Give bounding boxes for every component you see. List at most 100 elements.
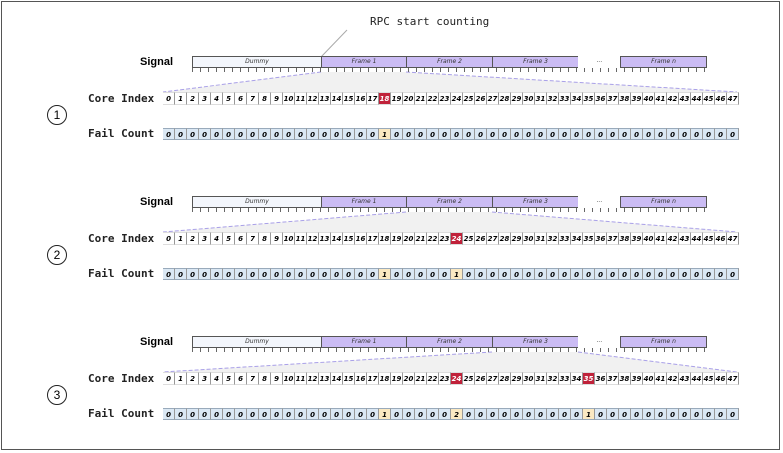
fail-cell: 0 (511, 128, 523, 140)
zoom-fan (162, 211, 738, 233)
core-cell: 44 (691, 372, 703, 385)
fail-cell: 0 (307, 408, 319, 420)
core-cell: 41 (655, 232, 667, 245)
core-cell: 35 (583, 372, 595, 385)
fail-cell: 0 (667, 408, 679, 420)
core-cell: 6 (235, 232, 247, 245)
fail-cell: 0 (715, 128, 727, 140)
fail-cell: 1 (379, 408, 391, 420)
fail-cell: 0 (175, 408, 187, 420)
fail-cell: 0 (259, 268, 271, 280)
core-cell: 8 (259, 372, 271, 385)
signal-label: Signal (140, 336, 174, 348)
core-index-label: Core Index (88, 232, 155, 245)
core-cell: 15 (343, 232, 355, 245)
core-cell: 34 (571, 372, 583, 385)
fail-cell: 0 (547, 268, 559, 280)
core-cell: 47 (727, 92, 739, 105)
signal-segment: Frame n (620, 196, 707, 208)
fail-cell: 0 (487, 268, 499, 280)
core-cell: 16 (355, 92, 367, 105)
fail-cell: 0 (163, 268, 175, 280)
fail-cell: 0 (271, 408, 283, 420)
fail-cell: 0 (247, 128, 259, 140)
core-cell: 39 (631, 372, 643, 385)
fail-cell: 0 (487, 128, 499, 140)
core-cell: 41 (655, 372, 667, 385)
core-cell: 33 (559, 372, 571, 385)
fail-cell: 0 (187, 268, 199, 280)
core-cell: 11 (295, 232, 307, 245)
core-cell: 27 (487, 232, 499, 245)
fail-cell: 0 (499, 408, 511, 420)
core-cell: 9 (271, 232, 283, 245)
signal-segment: Frame n (620, 56, 707, 68)
fail-cell: 2 (451, 408, 463, 420)
core-cell: 6 (235, 92, 247, 105)
core-cell: 20 (403, 372, 415, 385)
fail-cell: 0 (511, 408, 523, 420)
fail-cell: 0 (331, 128, 343, 140)
fail-cell: 0 (367, 268, 379, 280)
core-cell: 47 (727, 232, 739, 245)
core-cell: 36 (595, 372, 607, 385)
signal-segment: Frame n (620, 336, 707, 348)
fail-cell: 0 (715, 268, 727, 280)
core-cell: 10 (283, 92, 295, 105)
core-cell: 40 (643, 372, 655, 385)
fail-cell: 0 (427, 268, 439, 280)
core-cell: 7 (247, 92, 259, 105)
core-index-label: Core Index (88, 372, 155, 385)
fail-cell: 0 (523, 128, 535, 140)
fail-cell: 0 (271, 268, 283, 280)
fail-cell: 0 (439, 268, 451, 280)
zoom-fan (162, 351, 738, 373)
fail-cell: 0 (235, 268, 247, 280)
fail-cell: 0 (271, 128, 283, 140)
core-cell: 8 (259, 232, 271, 245)
fail-cell: 0 (463, 408, 475, 420)
fail-cell: 0 (319, 268, 331, 280)
fail-cell: 0 (691, 128, 703, 140)
fail-cell: 0 (355, 128, 367, 140)
signal-segment: Frame 3 (492, 336, 579, 348)
core-cell: 4 (211, 372, 223, 385)
fail-cell: 0 (667, 128, 679, 140)
signal-segment: Dummy (192, 336, 322, 348)
core-cell: 46 (715, 232, 727, 245)
core-cell: 3 (199, 372, 211, 385)
fail-count-label: Fail Count (88, 407, 155, 420)
core-cell: 21 (415, 92, 427, 105)
fail-cell: 0 (283, 268, 295, 280)
core-cell: 45 (703, 372, 715, 385)
core-cell: 31 (535, 372, 547, 385)
core-cell: 37 (607, 372, 619, 385)
fail-cell: 0 (439, 408, 451, 420)
core-cell: 17 (367, 232, 379, 245)
fail-cell: 0 (463, 268, 475, 280)
core-cell: 22 (427, 372, 439, 385)
fail-cell: 0 (475, 128, 487, 140)
core-cell: 6 (235, 372, 247, 385)
signal-segment: Dummy (192, 56, 322, 68)
core-cell: 38 (619, 92, 631, 105)
fail-cell: 0 (367, 128, 379, 140)
signal-segment: ... (578, 196, 621, 208)
core-cell: 38 (619, 372, 631, 385)
core-cell: 13 (319, 232, 331, 245)
core-cell: 1 (175, 372, 187, 385)
core-cell: 29 (511, 232, 523, 245)
fail-cell: 0 (403, 408, 415, 420)
core-cell: 18 (379, 372, 391, 385)
core-cell: 36 (595, 232, 607, 245)
core-cell: 20 (403, 232, 415, 245)
core-cell: 30 (523, 232, 535, 245)
fail-cell: 0 (295, 128, 307, 140)
fail-cell: 0 (571, 128, 583, 140)
